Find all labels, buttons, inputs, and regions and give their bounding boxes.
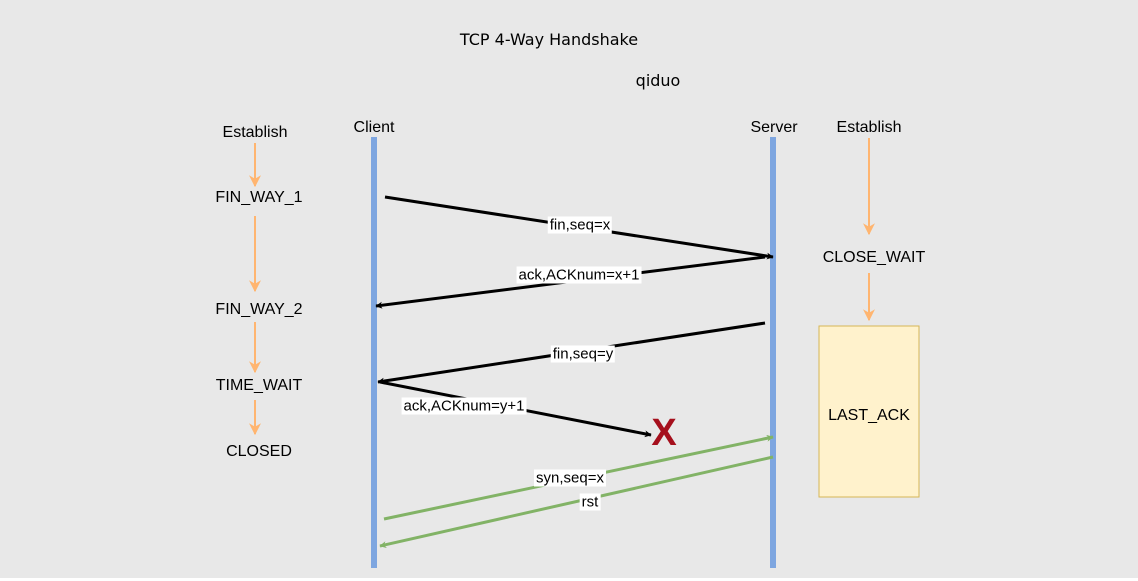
message-label-ack-y1: ack,ACKnum=y+1 xyxy=(401,397,527,415)
client-state-closed: CLOSED xyxy=(226,443,292,460)
client-state-fin-way-1: FIN_WAY_1 xyxy=(215,189,303,206)
server-state-close-wait: CLOSE_WAIT xyxy=(822,249,926,266)
message-label-ack-x1: ack,ACKnum=x+1 xyxy=(516,266,642,284)
client-state-fin-way-2: FIN_WAY_2 xyxy=(215,301,303,318)
client-state-time-wait: TIME_WAIT xyxy=(215,377,303,394)
lost-packet-x-icon: X xyxy=(651,412,677,454)
last-ack-box xyxy=(818,325,920,498)
server-state-establish: Establish xyxy=(836,119,902,136)
message-label-fin-y: fin,seq=y xyxy=(550,345,616,363)
message-arrow-rst xyxy=(379,455,774,549)
message-label-fin-x: fin,seq=x xyxy=(547,216,613,234)
message-label-syn: syn,seq=x xyxy=(534,469,606,487)
message-label-rst: rst xyxy=(579,493,601,511)
server-state-last-ack: LAST_ACK xyxy=(828,407,910,424)
client-header: Client xyxy=(353,119,395,136)
client-state-establish: Establish xyxy=(222,124,288,141)
author-label: qiduo xyxy=(635,71,681,90)
server-header: Server xyxy=(750,119,798,136)
diagram-title: TCP 4-Way Handshake xyxy=(459,30,639,49)
